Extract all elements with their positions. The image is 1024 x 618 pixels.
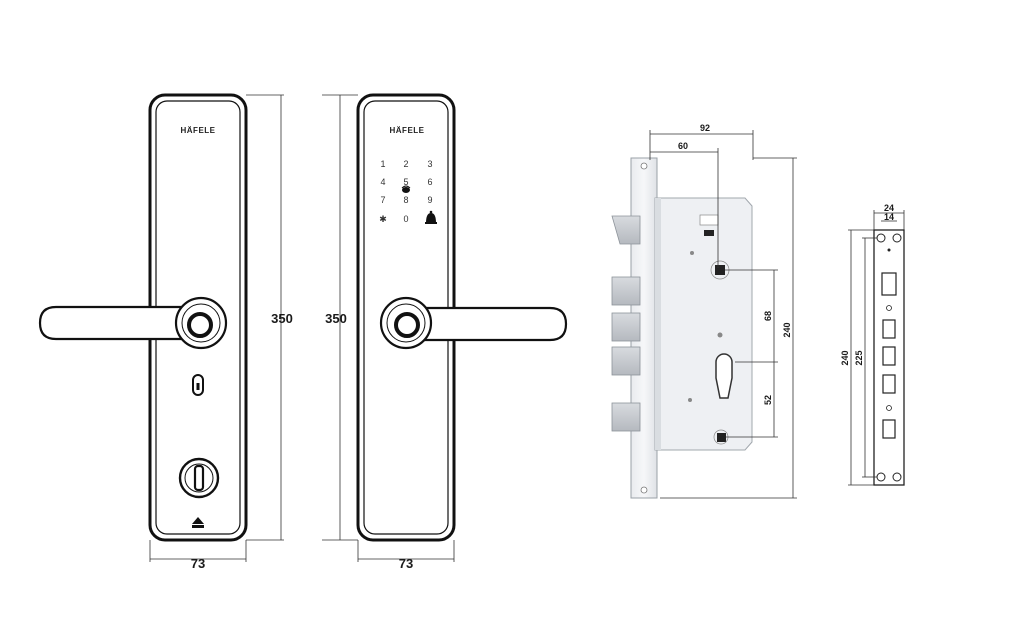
front-lever-hub <box>187 312 213 338</box>
mortise-spindle-hub <box>715 265 725 275</box>
strike-inner-width-dimension: 14 <box>881 212 897 222</box>
keypad: 1 2 3 4 5 6 7 8 9 ✱ 0 <box>379 159 437 224</box>
mortise-latch-bolt <box>611 215 641 245</box>
strike-inner-height-dimension: 225 <box>854 237 877 478</box>
mortise-height-label: 240 <box>782 322 792 337</box>
mortise-upper-spacing-dimension: 68 <box>725 269 778 363</box>
keypad-brand-logo: HÄFELE <box>390 126 425 135</box>
keypad-lever-rose-inner <box>386 303 426 343</box>
mortise-lower-spacing-dimension: 52 <box>726 362 778 438</box>
strike-width-dimension: 24 <box>873 203 905 230</box>
key-9[interactable]: 9 <box>427 195 432 205</box>
mortise-backset-dimension: 60 <box>650 141 719 268</box>
front-brand-logo: HÄFELE <box>181 126 216 135</box>
mortise-case <box>654 197 753 451</box>
keypad-width-dimension: 73 <box>357 540 455 571</box>
strike-plate: 24 14 240 225 <box>840 203 905 486</box>
mortise-lower-hub <box>717 433 726 442</box>
keypad-height-label: 350 <box>325 311 347 326</box>
front-lever-handle <box>38 305 198 341</box>
bell-icon[interactable] <box>425 210 437 224</box>
strike-width-label: 24 <box>884 203 894 213</box>
key-5[interactable]: 5 <box>403 177 408 187</box>
mortise-height-dimension: 240 <box>660 157 797 499</box>
front-lock-view: HÄFELE 350 <box>38 93 293 571</box>
mortise-cylinder-hole <box>715 353 733 399</box>
key-4[interactable]: 4 <box>380 177 385 187</box>
thumbturn-icon <box>178 457 220 499</box>
strike-inner-height-label: 225 <box>854 350 864 365</box>
key-3[interactable]: 3 <box>427 159 432 169</box>
mortise-deadbolt-3 <box>611 346 641 376</box>
keypad-lever-hub <box>394 312 420 338</box>
mortise-backset-total-dimension: 92 <box>649 123 754 160</box>
keypad-width-label: 73 <box>399 556 413 571</box>
strike-inner-width-label: 14 <box>884 212 894 222</box>
mortise-deadbolt-2 <box>611 312 641 342</box>
key-7[interactable]: 7 <box>380 195 385 205</box>
keyhole-icon <box>192 374 204 396</box>
strike-height-label: 240 <box>840 350 850 365</box>
keypad-lever-handle <box>408 306 568 342</box>
key-1[interactable]: 1 <box>380 159 385 169</box>
front-width-dimension: 73 <box>149 540 247 571</box>
key-2[interactable]: 2 <box>403 159 408 169</box>
mortise-backset-label: 60 <box>678 141 688 151</box>
mortise-backset-total-label: 92 <box>700 123 710 133</box>
mortise-deadbolt-4 <box>611 402 641 432</box>
mortise-upper-spacing-label: 68 <box>763 311 773 321</box>
key-star[interactable]: ✱ <box>379 214 387 224</box>
key-6[interactable]: 6 <box>427 177 432 187</box>
keypad-height-dimension: 350 <box>322 94 358 541</box>
front-height-label: 350 <box>271 311 293 326</box>
key-8[interactable]: 8 <box>403 195 408 205</box>
key-0[interactable]: 0 <box>403 214 408 224</box>
fingerprint-icon <box>401 185 411 193</box>
mortise-lower-spacing-label: 52 <box>763 395 773 405</box>
front-height-dimension: 350 <box>246 94 293 541</box>
mortise-lock-body: 92 60 240 68 52 <box>611 123 797 499</box>
mortise-deadbolt-1 <box>611 276 641 306</box>
strike-height-dimension: 240 <box>840 229 874 486</box>
front-lever-rose-inner <box>181 303 221 343</box>
front-width-label: 73 <box>191 556 205 571</box>
keypad-lock-view: HÄFELE 1 2 3 4 5 6 7 8 9 ✱ 0 <box>322 93 568 571</box>
battery-icon <box>192 517 204 528</box>
